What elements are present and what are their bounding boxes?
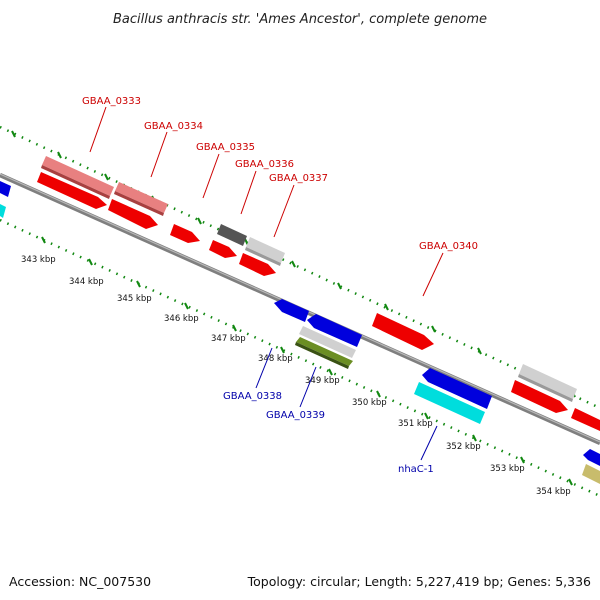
gene-arrow-gbaa-0334[interactable]	[108, 199, 158, 229]
label-nhac-1[interactable]: nhaC-1	[398, 464, 434, 475]
label-gbaa-0337[interactable]: GBAA_0337	[269, 173, 328, 184]
forward-genes	[37, 156, 600, 431]
reverse-genes	[0, 181, 600, 484]
gene-arrow-gbaa-0337[interactable]	[239, 253, 276, 276]
gene-feature-pink-2-shade	[114, 191, 164, 216]
label-gbaa-0333[interactable]: GBAA_0333	[82, 96, 141, 107]
label-gbaa-0336[interactable]: GBAA_0336	[235, 159, 294, 170]
forward-label-leaders	[89, 106, 444, 297]
gene-arrow-nhac-1-blue[interactable]	[422, 368, 492, 409]
scale-labels: 343 kbp 344 kbp 345 kbp 346 kbp 347 kbp …	[21, 255, 571, 497]
label-gbaa-0334[interactable]: GBAA_0334	[144, 121, 203, 132]
reverse-gene-labels: GBAA_0338 GBAA_0339 nhaC-1	[223, 391, 434, 475]
gene-feature-olive-mid-shade	[295, 342, 349, 369]
gene-feature-olive-right[interactable]	[582, 464, 600, 484]
scale-label-343: 343 kbp	[21, 255, 56, 265]
forward-gene-labels: GBAA_0333 GBAA_0334 GBAA_0335 GBAA_0336 …	[82, 96, 478, 252]
outer-tick-track	[0, 125, 600, 410]
scale-label-352: 352 kbp	[446, 442, 481, 452]
gene-arrow-gbaa-0340[interactable]	[372, 313, 434, 350]
gene-arrow-gbaa-0339-blue[interactable]	[307, 314, 362, 347]
gene-feature-pink-1[interactable]	[42, 156, 114, 196]
gene-feature-darkgrey[interactable]	[217, 224, 247, 246]
gene-arrow-gbaa-0335[interactable]	[170, 224, 200, 243]
gene-feature-grey-mid[interactable]	[299, 326, 356, 358]
scale-label-351: 351 kbp	[398, 419, 433, 429]
scale-label-346: 346 kbp	[164, 314, 199, 324]
gene-feature-olive-mid[interactable]	[296, 337, 353, 366]
label-gbaa-0340[interactable]: GBAA_0340	[419, 241, 478, 252]
scale-label-347: 347 kbp	[211, 334, 246, 344]
reverse-label-leaders	[255, 347, 438, 461]
inner-major-ticks	[41, 236, 573, 486]
scale-label-344: 344 kbp	[69, 277, 104, 287]
gene-feature-nhac-1-cyan[interactable]	[414, 382, 485, 424]
scale-label-353: 353 kbp	[490, 464, 525, 474]
gene-feature-cyan-left[interactable]	[0, 204, 6, 218]
label-gbaa-0335[interactable]: GBAA_0335	[196, 142, 255, 153]
label-gbaa-0339[interactable]: GBAA_0339	[266, 410, 325, 421]
map-title: Bacillus anthracis str. 'Ames Ancestor',…	[113, 12, 487, 27]
gene-feature-lightgrey-1[interactable]	[246, 237, 285, 263]
gene-feature-lightgrey-1-shade	[245, 247, 281, 266]
gene-arrow-gbaa-0333[interactable]	[37, 172, 107, 209]
gene-arrow-blue-right[interactable]	[583, 449, 600, 466]
gene-feature-pink-1-shade	[41, 165, 110, 199]
label-gbaa-0338[interactable]: GBAA_0338	[223, 391, 282, 402]
gene-feature-lightgrey-2[interactable]	[519, 364, 577, 399]
gene-arrow-gbaa-0338[interactable]	[274, 299, 309, 322]
scale-label-350: 350 kbp	[352, 398, 387, 408]
genome-summary-text: Topology: circular; Length: 5,227,419 bp…	[247, 574, 591, 589]
gene-arrow-red-right-1[interactable]	[511, 380, 568, 413]
gene-feature-lightgrey-2-shade	[518, 374, 573, 402]
gene-arrow-gbaa-0336[interactable]	[209, 240, 237, 258]
gene-arrow-red-right-2[interactable]	[571, 408, 600, 431]
scale-label-348: 348 kbp	[258, 354, 293, 364]
gene-arrow-blue-left[interactable]	[0, 181, 11, 197]
accession-text: Accession: NC_007530	[9, 574, 151, 589]
gene-feature-pink-2[interactable]	[115, 182, 168, 213]
scale-label-354: 354 kbp	[536, 487, 571, 497]
outer-major-ticks	[11, 130, 576, 398]
scale-label-345: 345 kbp	[117, 294, 152, 304]
scale-label-349: 349 kbp	[305, 376, 340, 386]
